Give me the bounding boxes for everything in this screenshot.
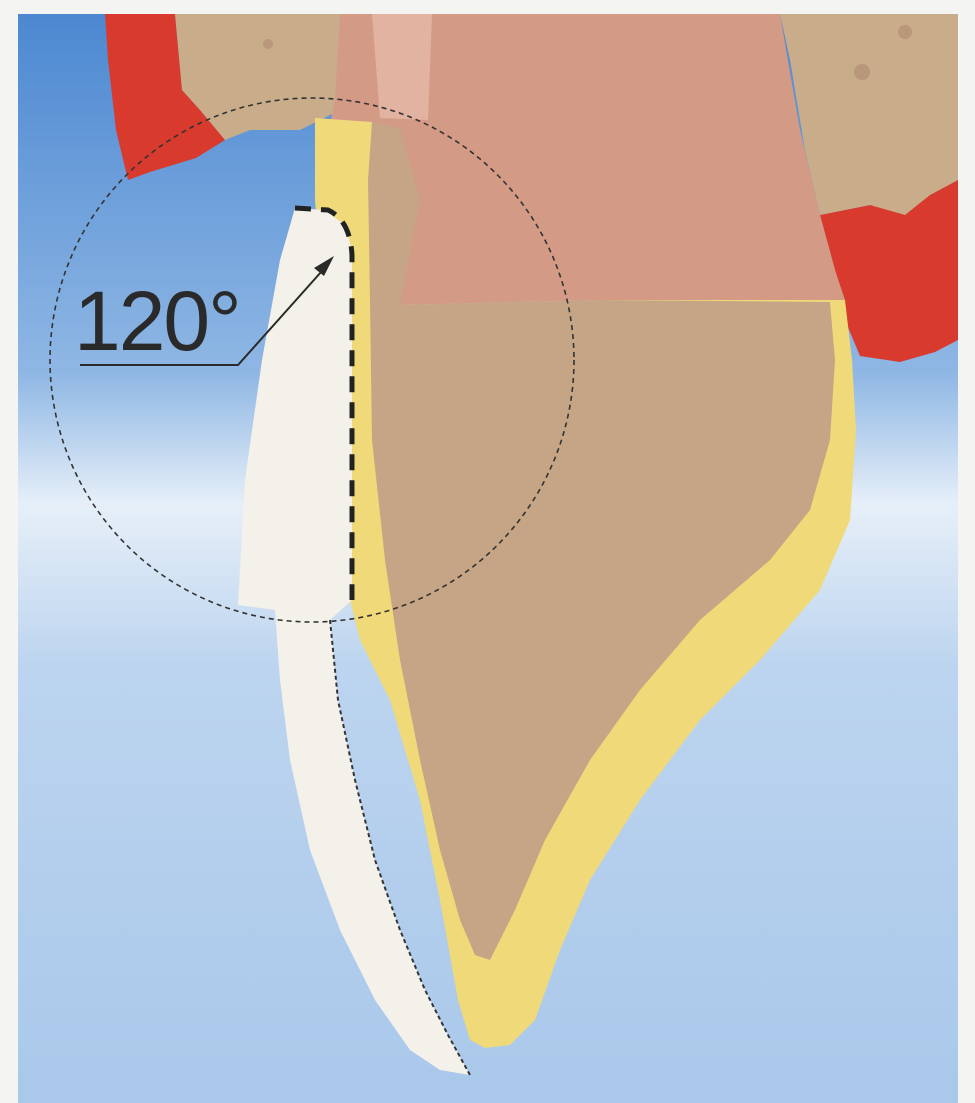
bone-speck [263, 39, 273, 49]
root-canal [372, 14, 432, 120]
bone-speck [854, 64, 870, 80]
bone-speck [898, 25, 912, 39]
angle-label: 120° [74, 274, 240, 368]
